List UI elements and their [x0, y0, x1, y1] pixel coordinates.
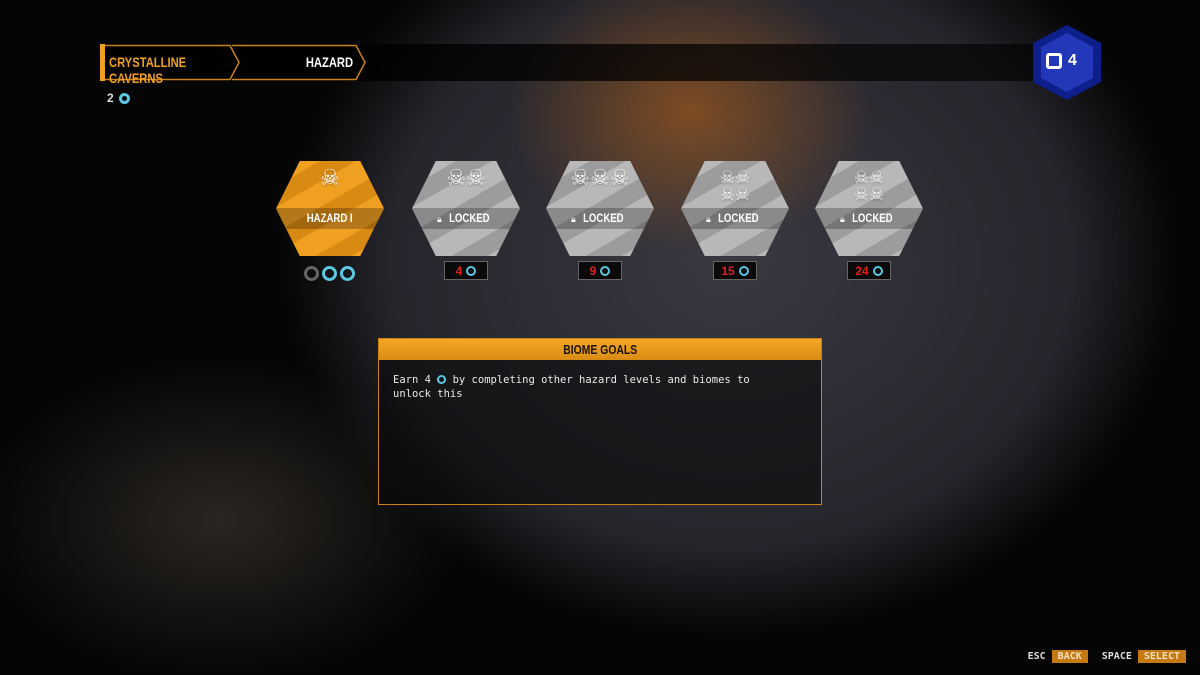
- back-button[interactable]: BACK: [1051, 650, 1088, 663]
- hazard-label-text: LOCKED: [449, 211, 490, 225]
- core-icon: [118, 92, 130, 104]
- core-reward-icon: [340, 266, 355, 281]
- lock-icon: 🔒︎: [437, 214, 445, 224]
- hazard-tile-5[interactable]: ☠☠ ☠☠ 🔒︎ LOCKED: [815, 161, 923, 256]
- cost-value: 9: [589, 263, 597, 278]
- skull-icon: ☠☠ ☠☠: [853, 168, 885, 204]
- skull-icon: ☠: [320, 165, 340, 190]
- hazard-cost: 24: [847, 261, 891, 280]
- breadcrumb-biome[interactable]: CRYSTALLINE CAVERNS: [105, 44, 240, 86]
- hazard-label: 🔒︎ LOCKED: [815, 208, 923, 229]
- hazard-tile-1[interactable]: ☠ HAZARD I: [276, 161, 384, 256]
- lock-icon: 🔒︎: [706, 214, 714, 224]
- biome-goals-title: BIOME GOALS: [563, 342, 637, 357]
- hazard-label-text: LOCKED: [583, 211, 624, 225]
- cost-value: 24: [855, 263, 869, 278]
- core-count: 2: [107, 91, 130, 105]
- goal-text-end: by completing other hazard levels and bi…: [393, 374, 750, 400]
- breadcrumb-biome-label: CRYSTALLINE CAVERNS: [109, 54, 187, 86]
- skull-icon: ☠☠: [446, 165, 486, 190]
- skull-icon: ☠☠☠: [570, 165, 630, 190]
- cost-value: 4: [455, 263, 463, 278]
- hazard-rewards: [304, 266, 355, 281]
- breadcrumb-hazard[interactable]: HAZARD: [232, 44, 367, 81]
- breadcrumb-hazard-label: HAZARD: [305, 54, 353, 70]
- select-button[interactable]: SELECT: [1137, 650, 1186, 663]
- cube-badge: [1033, 25, 1101, 100]
- select-key: SPACE: [1101, 651, 1132, 662]
- lock-icon: 🔒︎: [571, 214, 579, 224]
- hazard-tile-3[interactable]: ☠☠☠ 🔒︎ LOCKED: [546, 161, 654, 256]
- hazard-cost: 4: [444, 261, 488, 280]
- hazard-tile-4[interactable]: ☠☠ ☠☠ 🔒︎ LOCKED: [681, 161, 789, 256]
- goal-text-start: Earn 4: [393, 374, 431, 386]
- hazard-label: HAZARD I: [276, 208, 384, 229]
- hazard-cost: 9: [578, 261, 622, 280]
- core-icon: [466, 265, 477, 276]
- hazard-cost: 15: [713, 261, 757, 280]
- top-bar: [100, 44, 1100, 81]
- core-icon: [600, 265, 611, 276]
- cube-count: 4: [1046, 52, 1077, 70]
- hazard-label: 🔒︎ LOCKED: [412, 208, 520, 229]
- skull-icon: ☠☠ ☠☠: [719, 168, 751, 204]
- hazard-label-text: HAZARD I: [307, 211, 353, 225]
- hazard-label-text: LOCKED: [852, 211, 893, 225]
- cube-icon: [1046, 53, 1062, 69]
- biome-goals-panel: BIOME GOALS Earn 4 by completing other h…: [378, 338, 822, 505]
- core-icon: [437, 375, 447, 384]
- core-reward-icon: [304, 266, 319, 281]
- back-key: ESC: [1027, 651, 1046, 662]
- hazard-tile-2[interactable]: ☠☠ 🔒︎ LOCKED: [412, 161, 520, 256]
- hazard-label: 🔒︎ LOCKED: [546, 208, 654, 229]
- core-reward-icon: [322, 266, 337, 281]
- hazard-label-text: LOCKED: [718, 211, 759, 225]
- lock-icon: 🔒︎: [840, 214, 848, 224]
- footer-controls: ESC BACK SPACE SELECT: [1028, 650, 1186, 663]
- core-icon: [872, 265, 883, 276]
- core-icon: [738, 265, 749, 276]
- cube-count-value: 4: [1068, 52, 1077, 69]
- top-bar-accent: [100, 44, 105, 81]
- biome-goals-text: Earn 4 by completing other hazard levels…: [379, 360, 799, 414]
- core-count-value: 2: [107, 91, 114, 105]
- cost-value: 15: [721, 263, 735, 278]
- hazard-label: 🔒︎ LOCKED: [681, 208, 789, 229]
